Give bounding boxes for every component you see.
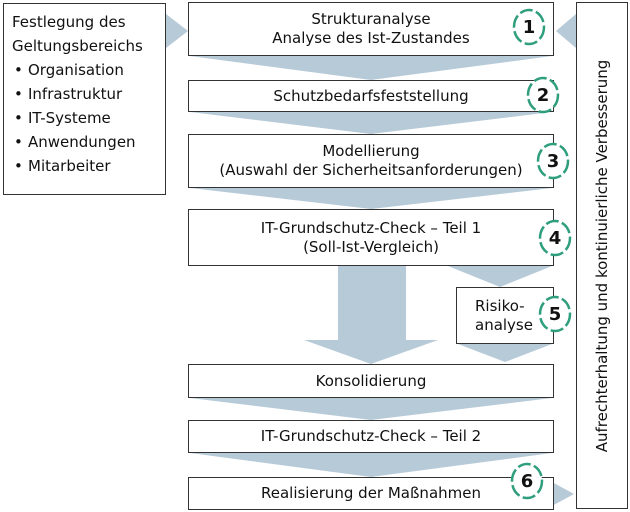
arrow-risk-to-consolidation	[458, 344, 552, 362]
step-badge-3: 3	[535, 142, 571, 180]
step-label: analyse	[475, 315, 533, 334]
step-label: Schutzbedarfsfeststellung	[273, 86, 469, 105]
step-label: (Auswahl der Sicherheitsanforderungen)	[219, 161, 523, 179]
step-label: Realisierung der Maßnahmen	[260, 484, 481, 502]
step-protection-requirements: Schutzbedarfsfeststellung	[188, 80, 554, 112]
badge-ring-icon	[512, 8, 546, 46]
step-label: Konsolidierung	[315, 371, 427, 390]
step-badge-4: 4	[537, 219, 573, 257]
step-it-check-part2: IT-Grundschutz-Check – Teil 2	[188, 420, 554, 453]
step-badge-6: 6	[509, 462, 545, 500]
maintenance-label: Aufrechterhaltung und kontinuierliche Ve…	[593, 59, 611, 452]
scope-item: IT-Systeme	[12, 106, 157, 130]
arrow-check2-to-realisation	[190, 453, 552, 477]
arrow-step4-to-risk	[448, 266, 552, 287]
scope-item: Infrastruktur	[12, 82, 157, 106]
arrow-step3-to-step4	[190, 188, 552, 209]
step-label: (Soll-Ist-Vergleich)	[303, 237, 439, 256]
badge-number: 5	[548, 303, 562, 325]
arrow-step4-to-consolidation	[304, 266, 438, 364]
step-badge-2: 2	[525, 76, 561, 114]
step-risk-analysis: Risiko- analyse	[456, 287, 554, 344]
step-label: IT-Grundschutz-Check – Teil 2	[260, 427, 482, 445]
arrow-realisation-to-maintenance	[552, 482, 574, 506]
step-it-check-part1: IT-Grundschutz-Check – Teil 1 (Soll-Ist-…	[188, 209, 554, 266]
badge-number: 6	[520, 470, 534, 492]
step-badge-1: 1	[511, 8, 547, 46]
scope-title-line1: Festlegung des	[12, 13, 126, 31]
arrow-maintenance-to-step1	[556, 14, 576, 48]
scope-item: Organisation	[12, 58, 157, 82]
arrow-consolidation-to-check2	[190, 398, 552, 420]
arrow-scope-to-step1	[166, 14, 188, 48]
badge-ring-icon	[536, 142, 570, 180]
step-structure-analysis: Strukturanalyse Analyse des Ist-Zustande…	[188, 2, 554, 56]
arrow-step1-to-step2	[190, 56, 552, 80]
step-label: Strukturanalyse	[311, 10, 431, 28]
arrow-step2-to-step3	[190, 112, 552, 134]
badge-number: 3	[546, 150, 560, 172]
scope-item: Mitarbeiter	[12, 154, 157, 178]
step-modelling: Modellierung (Auswahl der Sicherheitsanf…	[188, 134, 554, 188]
step-badge-5: 5	[537, 295, 573, 333]
step-label: Risiko-	[475, 296, 525, 315]
step-label: IT-Grundschutz-Check – Teil 1	[260, 218, 482, 237]
badge-ring-icon	[538, 219, 572, 257]
step-realisation: Realisierung der Maßnahmen	[188, 477, 554, 510]
badge-ring-icon	[510, 462, 544, 500]
step-label: Modellierung	[322, 142, 420, 160]
scope-box: Festlegung des Geltungsbereichs Organisa…	[3, 3, 166, 195]
step-consolidation: Konsolidierung	[188, 364, 554, 398]
badge-number: 4	[548, 227, 562, 249]
badge-ring-icon	[538, 295, 572, 333]
badge-ring-icon	[526, 76, 560, 114]
maintenance-box: Aufrechterhaltung und kontinuierliche Ve…	[576, 2, 628, 509]
scope-item: Anwendungen	[12, 130, 157, 154]
scope-title-line2: Geltungsbereichs	[12, 37, 143, 55]
badge-number: 1	[522, 16, 536, 38]
scope-list: Organisation Infrastruktur IT-Systeme An…	[12, 58, 157, 178]
badge-number: 2	[536, 84, 550, 106]
step-label: Analyse des Ist-Zustandes	[272, 29, 470, 47]
